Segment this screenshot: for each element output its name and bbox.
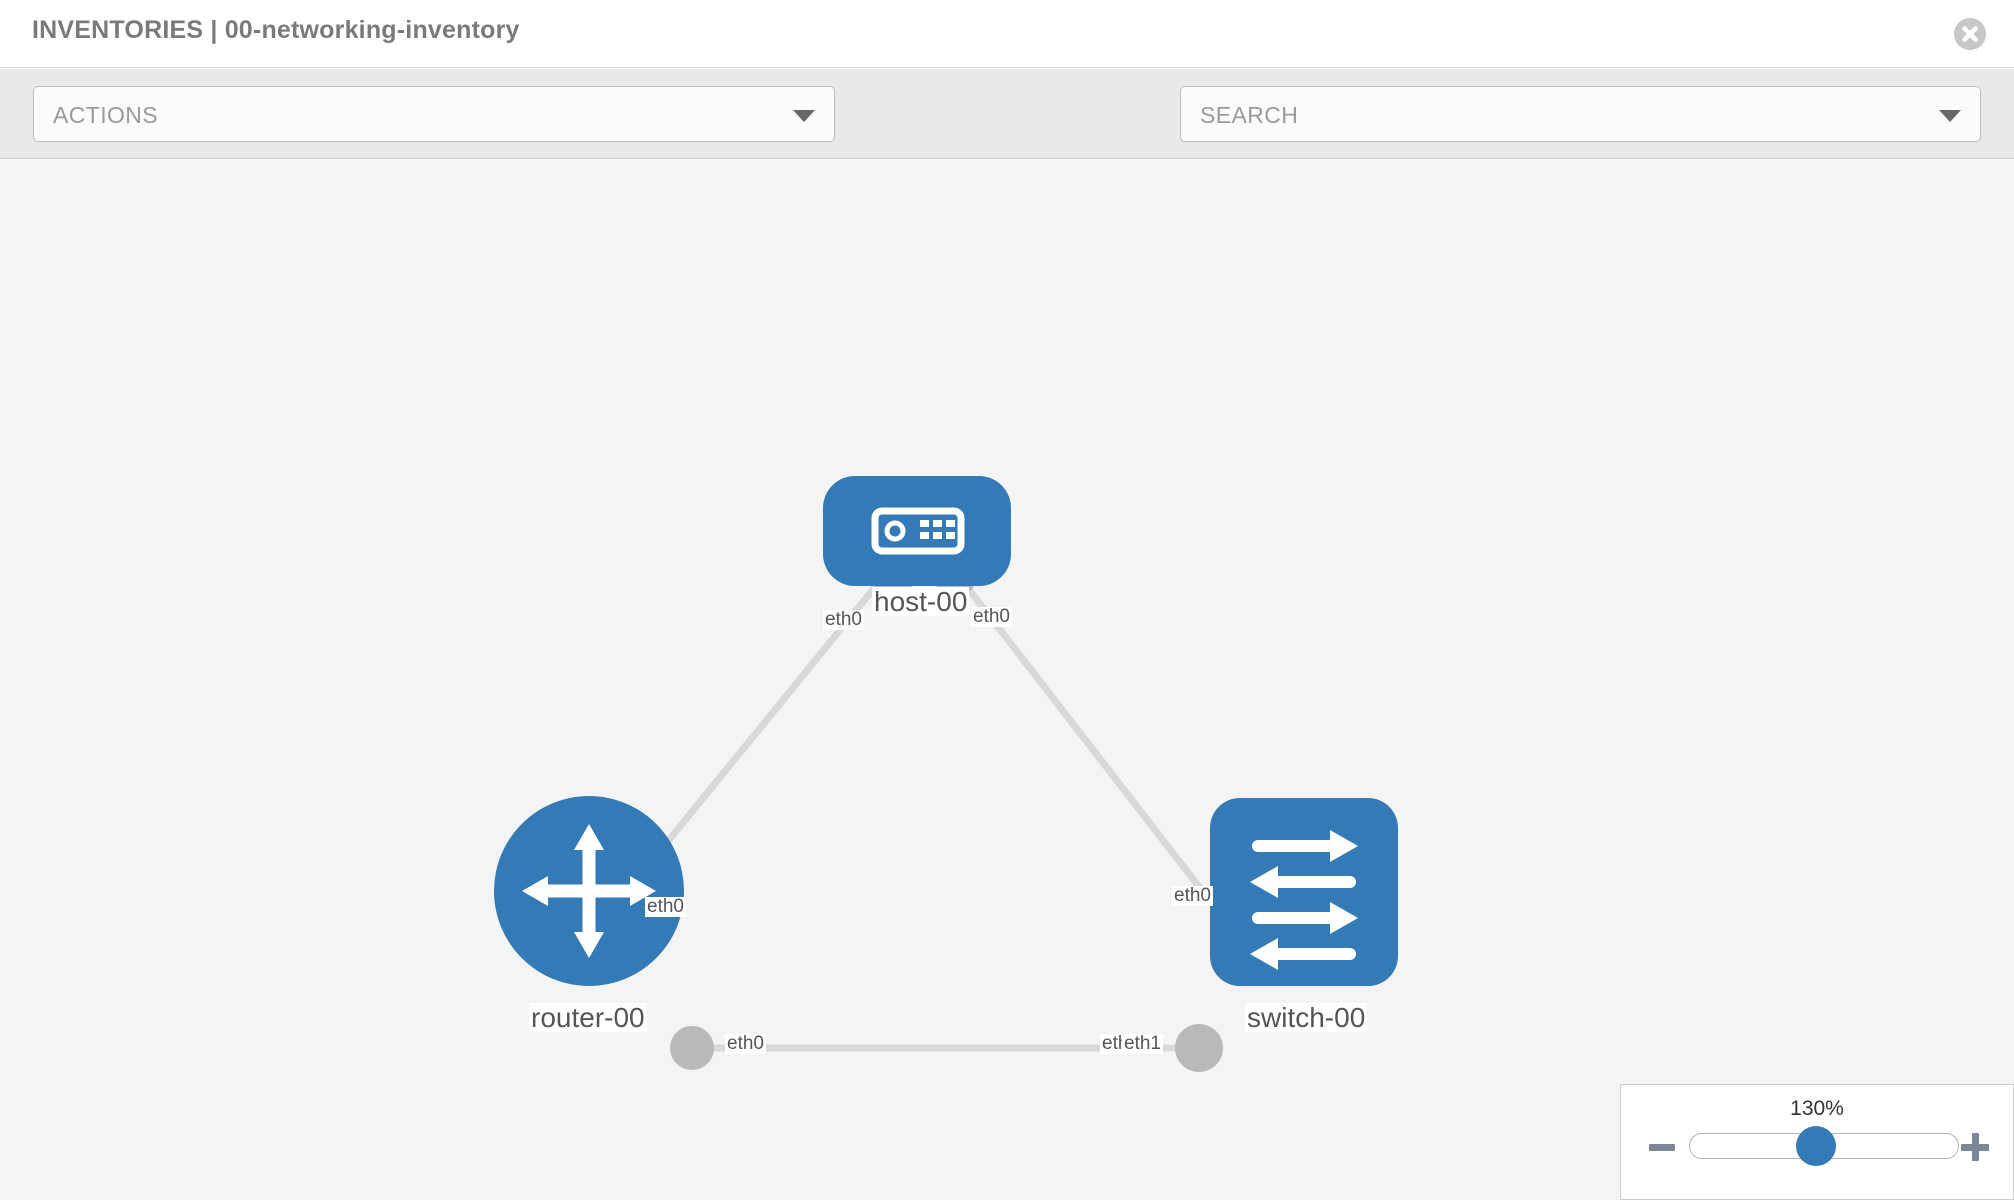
chevron-down-icon xyxy=(793,110,815,122)
close-icon[interactable] xyxy=(1954,18,1986,50)
topology-connectors xyxy=(670,553,1259,1072)
interface-label: eth0 xyxy=(725,1033,766,1054)
toolbar: ACTIONS SEARCH xyxy=(0,69,2014,196)
page-title: INVENTORIES | 00-networking-inventory xyxy=(32,16,520,44)
interface-label: eth1 xyxy=(1122,1033,1163,1054)
zoom-slider-thumb[interactable] xyxy=(1796,1126,1836,1166)
search-placeholder: SEARCH xyxy=(1200,102,1299,128)
page-header: INVENTORIES | 00-networking-inventory xyxy=(0,0,2014,68)
zoom-percent-label: 130% xyxy=(1790,1097,1844,1120)
node-host-00[interactable] xyxy=(823,476,1011,586)
link-host00-switch00 xyxy=(947,562,1251,953)
connector-router00-right xyxy=(670,1026,714,1070)
node-label-switch-00: switch-00 xyxy=(1245,1002,1368,1033)
interface-label: eth0 xyxy=(823,609,864,630)
search-input[interactable]: SEARCH xyxy=(1180,86,1981,142)
connector-switch00-left xyxy=(1175,1024,1223,1072)
minus-icon[interactable] xyxy=(1649,1144,1675,1151)
node-label-router-00: router-00 xyxy=(529,1002,647,1033)
node-router-00[interactable] xyxy=(494,796,684,986)
plus-icon[interactable] xyxy=(1961,1133,1989,1161)
topology-links xyxy=(617,562,1251,1052)
chevron-down-icon[interactable] xyxy=(1939,110,1961,122)
actions-dropdown[interactable]: ACTIONS xyxy=(33,86,835,142)
interface-label: eth0 xyxy=(1172,885,1213,906)
zoom-control: 130% xyxy=(1620,1084,2014,1200)
node-switch-00[interactable] xyxy=(1210,798,1398,986)
interface-label: eth0 xyxy=(645,896,686,917)
topology-graph xyxy=(494,476,1398,1072)
node-label-host-00: host-00 xyxy=(872,586,970,617)
interface-label: eth0 xyxy=(971,606,1012,627)
actions-dropdown-label: ACTIONS xyxy=(53,102,159,128)
topology-canvas[interactable]: host-00 router-00 switch-00 eth0 eth0 et… xyxy=(0,160,2014,1200)
